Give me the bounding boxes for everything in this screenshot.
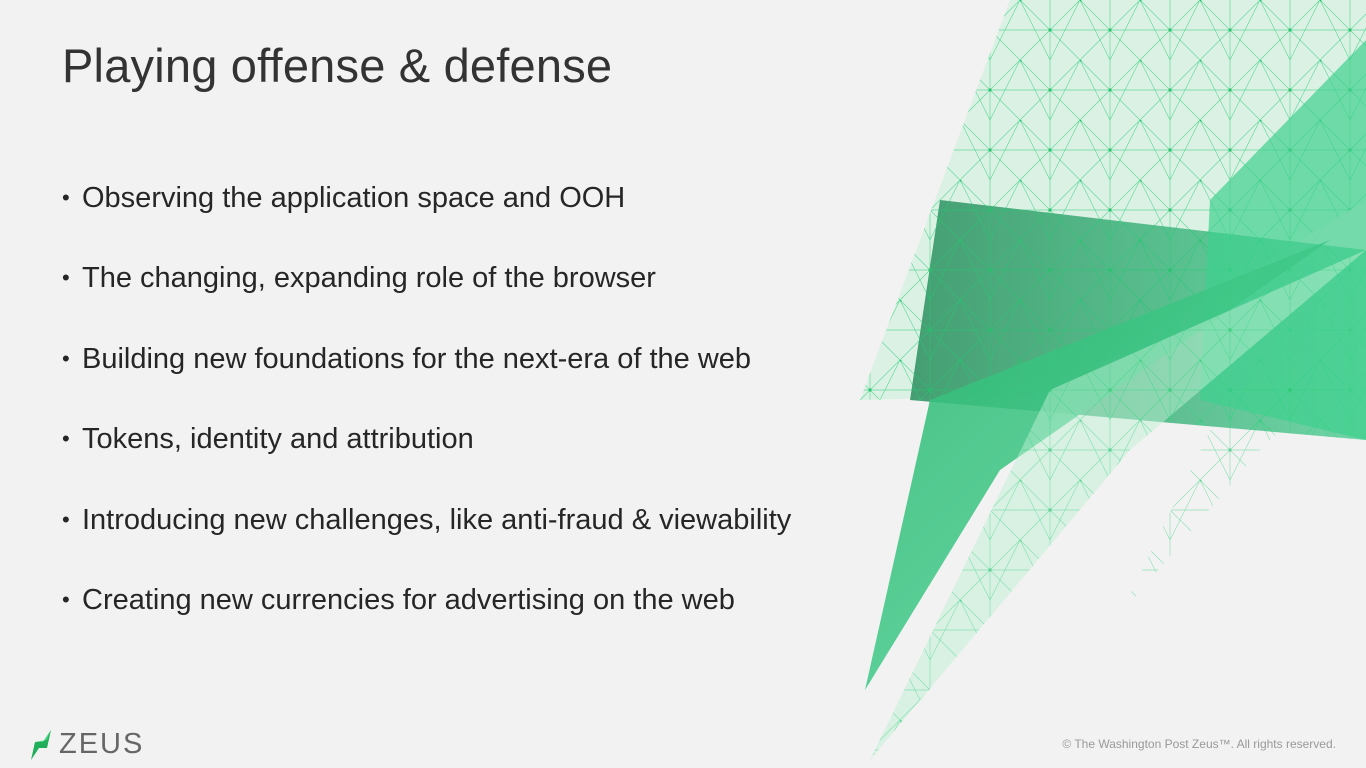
zeus-logo: ZEUS <box>29 728 144 761</box>
bullet-icon: • <box>62 185 70 210</box>
bullet-icon: • <box>62 586 70 612</box>
bullet-icon: • <box>62 426 70 452</box>
bullet-icon: • <box>62 506 70 532</box>
bullet-icon: • <box>62 265 70 291</box>
bullet-item: •The changing, expanding role of the bro… <box>62 262 656 295</box>
bullet-item: •Tokens, identity and attribution <box>62 423 474 456</box>
logo-text: ZEUS <box>59 728 145 760</box>
copyright-footer: © The Washington Post Zeus™. All rights … <box>1062 737 1336 751</box>
bullet-item: •Building new foundations for the next-e… <box>62 342 752 375</box>
bullet-icon: • <box>62 345 70 371</box>
bullet-item: •Creating new currencies for advertising… <box>62 583 735 616</box>
bullet-list: •Observing the application space and OOH… <box>62 180 791 662</box>
bullet-item: •Observing the application space and OOH <box>62 182 626 214</box>
slide-title: Playing offense & defense <box>62 39 613 92</box>
bullet-item: •Introducing new challenges, like anti-f… <box>62 503 792 536</box>
lightning-bolt-icon <box>31 729 51 760</box>
